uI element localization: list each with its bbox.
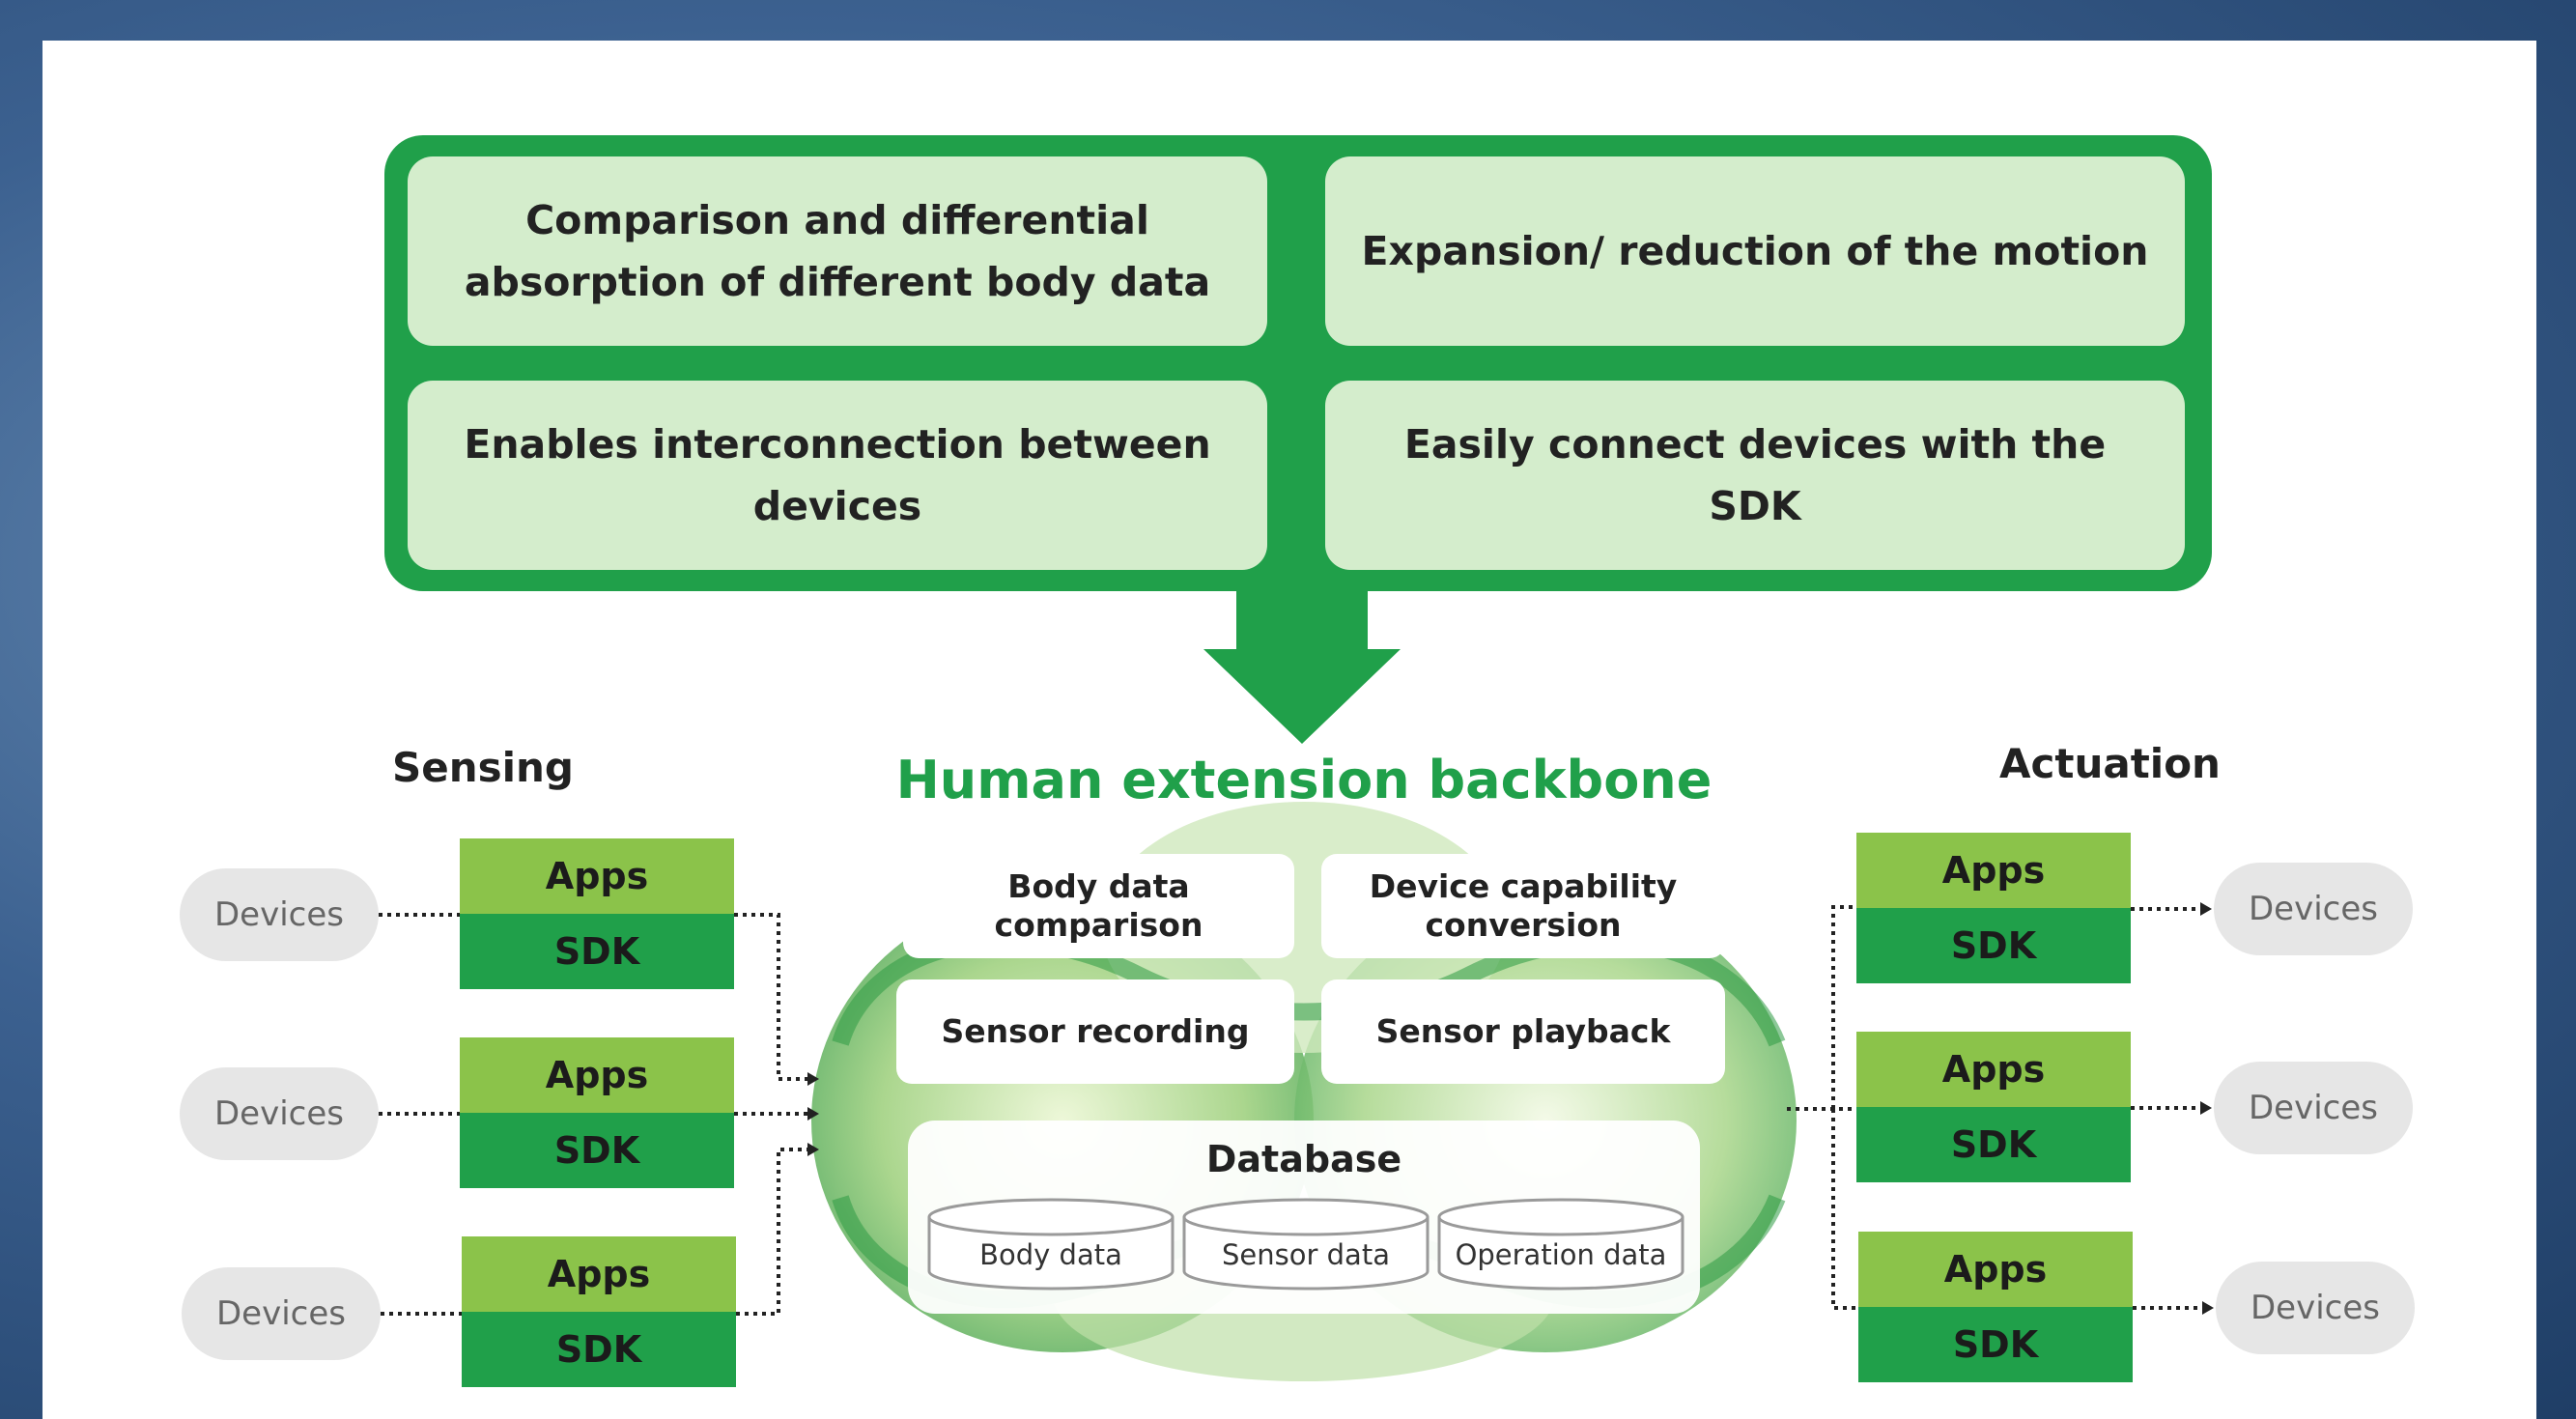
function-device-capability-conversion: Device capability conversion xyxy=(1321,854,1725,958)
sensing-heading: Sensing xyxy=(392,744,574,791)
actuation-devices-3: Devices xyxy=(2216,1262,2415,1354)
sensing-devices-1: Devices xyxy=(180,868,379,961)
sensing-stack-2: Apps SDK xyxy=(460,1037,734,1188)
feature-motion-expansion: Expansion/ reduction of the motion xyxy=(1325,156,2185,346)
sensor-data-cylinder-icon xyxy=(1182,1198,1430,1291)
sensing-stack-1: Apps SDK xyxy=(460,838,734,989)
sdk-layer: SDK xyxy=(462,1312,736,1387)
sensing-devices-2: Devices xyxy=(180,1067,379,1160)
actuation-stack-3: Apps SDK xyxy=(1858,1232,2133,1382)
apps-layer: Apps xyxy=(462,1236,736,1312)
sensing-devices-3: Devices xyxy=(182,1267,381,1360)
function-sensor-playback: Sensor playback xyxy=(1321,979,1725,1084)
dotted-connectors xyxy=(379,905,2206,1316)
feature-sdk-connection: Easily connect devices with the SDK xyxy=(1325,381,2185,570)
body-data-cylinder-icon xyxy=(927,1198,1175,1291)
sdk-layer: SDK xyxy=(460,1113,734,1188)
apps-layer: Apps xyxy=(1856,833,2131,908)
apps-layer: Apps xyxy=(460,838,734,914)
feature-device-interconnection: Enables interconnection between devices xyxy=(408,381,1267,570)
actuation-stack-1: Apps SDK xyxy=(1856,833,2131,983)
store-operation-data: Operation data xyxy=(1455,1238,1667,1271)
function-body-data-comparison: Body data comparison xyxy=(903,854,1294,958)
store-body-data: Body data xyxy=(979,1238,1122,1271)
operation-data-cylinder-icon xyxy=(1437,1198,1684,1291)
sdk-layer: SDK xyxy=(460,914,734,989)
database-title: Database xyxy=(1205,1138,1402,1180)
sdk-layer: SDK xyxy=(1858,1307,2133,1382)
sdk-layer: SDK xyxy=(1856,1107,2131,1182)
actuation-stack-2: Apps SDK xyxy=(1856,1032,2131,1182)
sensing-stack-3: Apps SDK xyxy=(462,1236,736,1387)
apps-layer: Apps xyxy=(1858,1232,2133,1307)
connector-arrowheads xyxy=(807,902,2214,1315)
actuation-heading: Actuation xyxy=(1999,740,2221,787)
actuation-devices-2: Devices xyxy=(2214,1062,2413,1154)
apps-layer: Apps xyxy=(460,1037,734,1113)
function-sensor-recording: Sensor recording xyxy=(896,979,1294,1084)
sdk-layer: SDK xyxy=(1856,908,2131,983)
store-sensor-data: Sensor data xyxy=(1222,1238,1390,1271)
actuation-devices-1: Devices xyxy=(2214,863,2413,955)
apps-layer: Apps xyxy=(1856,1032,2131,1107)
feature-body-data-comparison: Comparison and differential absorption o… xyxy=(408,156,1267,346)
backbone-title: Human extension backbone xyxy=(895,750,1713,810)
